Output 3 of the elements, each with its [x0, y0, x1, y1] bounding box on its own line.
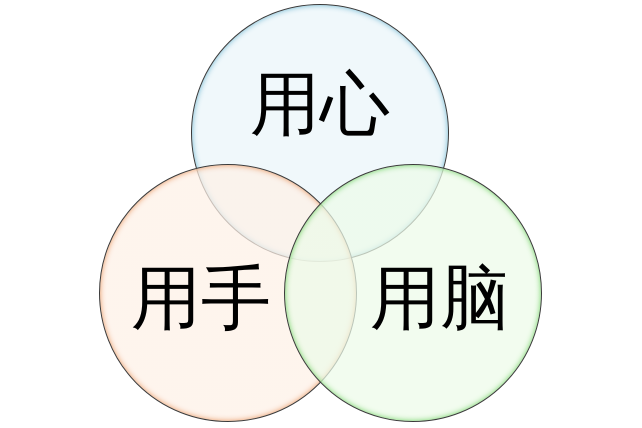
circle-label: 用手 — [131, 263, 271, 333]
circle-label: 用脑 — [370, 263, 510, 333]
circle-label: 用心 — [250, 69, 390, 139]
